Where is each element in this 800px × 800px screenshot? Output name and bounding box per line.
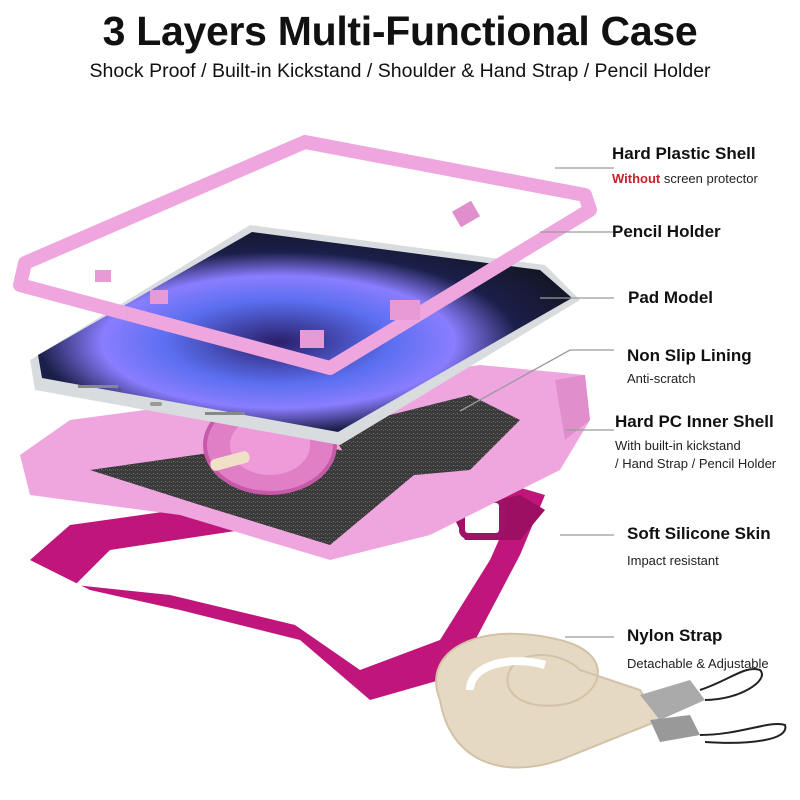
callout-pad-model: Pad Model [628, 288, 713, 308]
page-title: 3 Layers Multi-Functional Case [102, 8, 698, 54]
callout-title: Hard Plastic Shell [612, 144, 756, 163]
callout-non-slip-lining: Non Slip Lining Anti-scratch [627, 346, 752, 388]
callout-subtitle-line1: With built-in kickstand [615, 438, 741, 453]
callout-title: Soft Silicone Skin [627, 524, 771, 543]
callout-subtitle: Detachable & Adjustable [627, 656, 769, 671]
highlight-text: Without [612, 171, 661, 186]
callout-title: Pad Model [628, 288, 714, 307]
callout-subtitle: Anti-scratch [627, 371, 696, 386]
callout-hard-plastic-shell: Hard Plastic Shell Without screen protec… [612, 144, 758, 188]
callout-nylon-strap: Nylon Strap Detachable & Adjustable [627, 626, 769, 673]
hard-plastic-shell [13, 135, 597, 375]
page-subtitle: Shock Proof / Built-in Kickstand / Shoul… [89, 60, 711, 82]
callout-title: Pencil Holder [612, 222, 721, 241]
nylon-strap [435, 632, 787, 769]
callout-subtitle-line2: / Hand Strap / Pencil Holder [615, 456, 777, 471]
callout-subtitle: Without screen protector [612, 170, 758, 188]
callout-pencil-holder: Pencil Holder [612, 222, 721, 242]
callout-title: Hard PC Inner Shell [615, 412, 774, 431]
callout-subtitle: Impact resistant [627, 553, 719, 568]
callout-hard-pc-inner-shell: Hard PC Inner Shell With built-in kickst… [615, 412, 776, 473]
callout-subtitle-rest: screen protector [660, 171, 758, 186]
callout-title: Non Slip Lining [627, 346, 752, 365]
leader-lines [459, 167, 614, 638]
callout-title: Nylon Strap [627, 626, 723, 645]
callout-soft-silicone-skin: Soft Silicone Skin Impact resistant [627, 524, 771, 570]
